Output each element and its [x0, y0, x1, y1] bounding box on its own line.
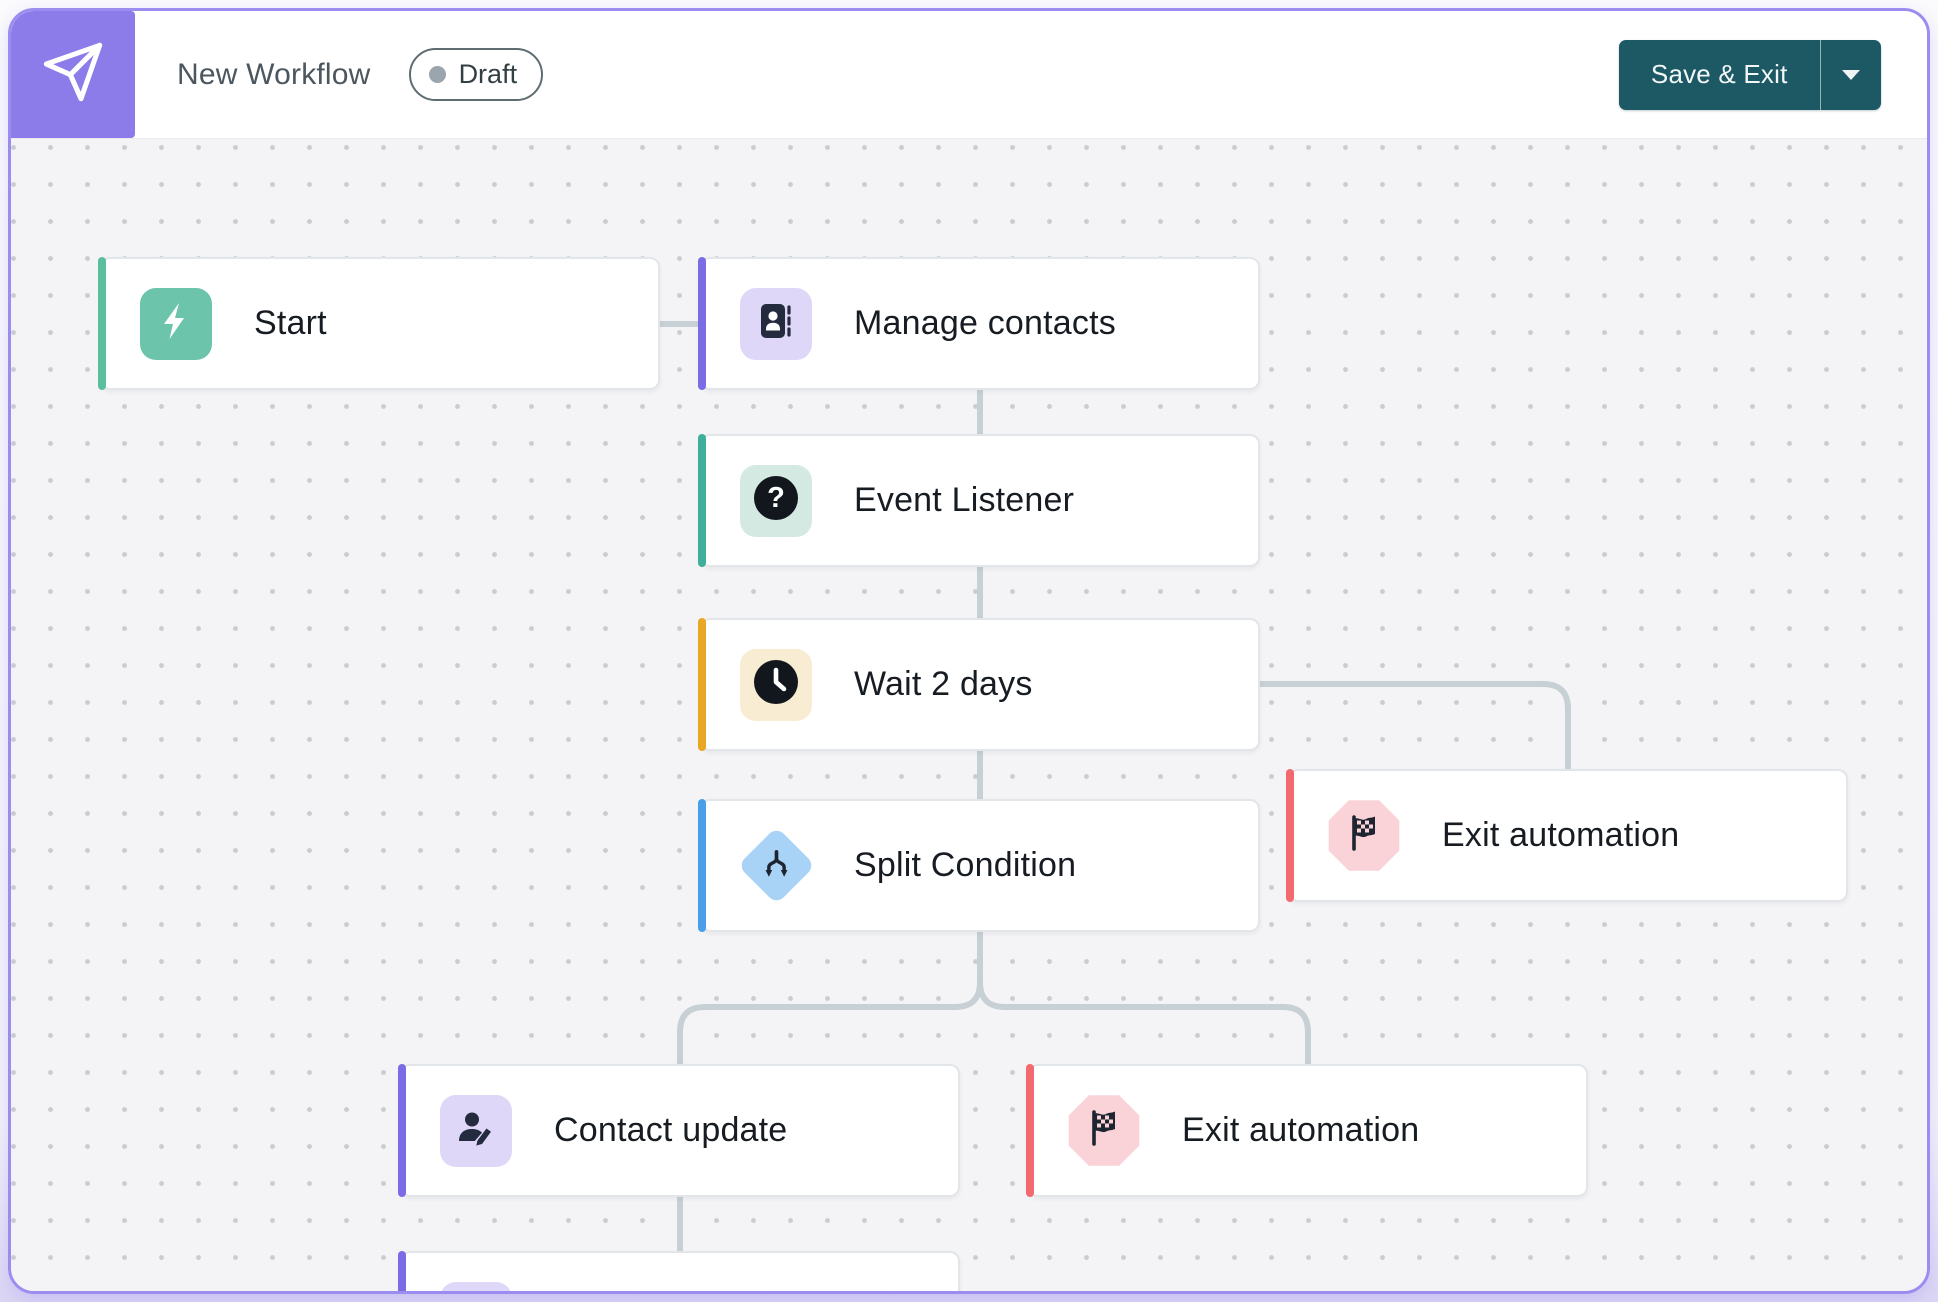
node-accent-bar — [698, 257, 706, 390]
node-accent-bar — [98, 257, 106, 390]
edge-wait-exit1 — [1260, 681, 1571, 769]
node-label: Exit automation — [1182, 1111, 1420, 1149]
app-window: New Workflow Draft Save & Exit — [8, 8, 1930, 1294]
node-accent-bar — [398, 1064, 406, 1197]
status-dot-icon — [428, 66, 446, 83]
node-icon-box — [440, 1281, 512, 1291]
send-paper-plane-icon — [41, 40, 105, 109]
save-options-dropdown-button[interactable] — [1821, 40, 1881, 110]
node-split-condition[interactable]: Split Condition — [698, 799, 1260, 932]
node-label: Contact update — [554, 1111, 788, 1149]
node-manage-contacts[interactable]: Manage contacts — [698, 257, 1260, 390]
node-label: Event Listener — [854, 481, 1075, 519]
save-exit-button[interactable]: Save & Exit — [1619, 40, 1820, 110]
node-accent-bar — [698, 618, 706, 751]
node-label: Wait 2 days — [854, 665, 1033, 703]
node-event-listener[interactable]: ? Event Listener — [698, 434, 1260, 567]
node-accent-bar — [698, 434, 706, 567]
node-contact-update[interactable]: Contact update — [398, 1064, 960, 1197]
node-exit-automation-2[interactable]: Exit automation — [1026, 1064, 1588, 1197]
workflow-title: New Workflow — [177, 57, 371, 91]
lightning-bolt-icon — [154, 299, 198, 348]
node-label: Exit automation — [1442, 816, 1680, 854]
node-icon-box — [740, 287, 812, 360]
save-split-button: Save & Exit — [1618, 39, 1881, 110]
checkered-flag-icon — [1342, 811, 1386, 860]
node-wait-2-days[interactable]: Wait 2 days — [698, 618, 1260, 751]
node-icon-box — [140, 287, 212, 360]
node-start[interactable]: Start — [98, 257, 660, 390]
svg-text:?: ? — [767, 482, 785, 514]
app-logo — [11, 11, 135, 138]
top-bar: New Workflow Draft Save & Exit — [11, 11, 1927, 139]
workflow-canvas[interactable]: Start Manage contacts — [11, 139, 1927, 1291]
node-accent-bar — [698, 799, 706, 932]
button-divider — [1819, 39, 1821, 110]
status-badge: Draft — [408, 48, 544, 101]
node-label: Split Condition — [854, 846, 1077, 884]
node-accent-bar — [1026, 1064, 1034, 1197]
node-label: Start — [254, 304, 327, 342]
node-icon-box: ? — [740, 464, 812, 537]
checkered-flag-icon — [1082, 1106, 1126, 1155]
node-accent-bar — [1286, 769, 1294, 902]
node-icon-box — [440, 1094, 512, 1167]
clock-icon — [752, 658, 800, 711]
node-partial[interactable] — [398, 1251, 960, 1291]
node-icon-box — [740, 648, 812, 721]
branch-split-icon — [737, 826, 815, 905]
node-icon-box — [1068, 1095, 1140, 1166]
edge-split-exit2 — [977, 932, 1311, 1064]
node-icon-box — [737, 826, 815, 905]
address-book-icon — [754, 299, 798, 348]
edge-split-contact — [677, 932, 983, 1064]
status-badge-label: Draft — [458, 59, 518, 89]
chevron-down-icon — [1842, 69, 1860, 80]
person-edit-icon — [454, 1106, 498, 1155]
node-accent-bar — [398, 1251, 406, 1291]
node-label: Manage contacts — [854, 304, 1116, 342]
node-icon-box — [1328, 800, 1400, 871]
node-exit-automation-1[interactable]: Exit automation — [1286, 769, 1848, 902]
question-mark-icon: ? — [752, 474, 800, 527]
